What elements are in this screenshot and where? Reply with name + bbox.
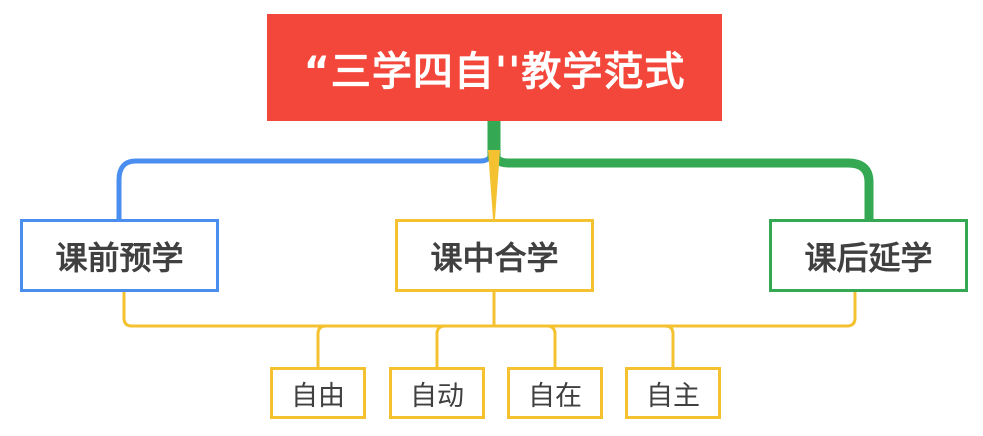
leaf-label: 自由	[291, 380, 345, 412]
leaf-label: 自在	[528, 380, 582, 412]
branch-node-pre-class[interactable]: 课前预学	[20, 219, 219, 292]
branch-label: 课中合学	[430, 238, 559, 277]
root-label: “三学四自''教学范式	[303, 48, 686, 95]
branch-label: 课前预学	[55, 238, 184, 277]
connector-leaf-2	[435, 324, 494, 367]
connector-root-left	[116, 120, 495, 222]
leaf-node-3[interactable]: 自在	[507, 367, 603, 419]
branch-label: 课后延学	[804, 238, 933, 277]
connector-root-middle	[488, 150, 500, 219]
root-node[interactable]: “三学四自''教学范式	[267, 14, 722, 121]
branch-node-post-class[interactable]: 课后延学	[769, 219, 968, 292]
connector-leaf-4	[494, 324, 675, 367]
connector-right-to-bus	[494, 292, 857, 328]
connector-left-to-bus	[122, 292, 494, 328]
leaf-label: 自主	[646, 380, 700, 412]
leaf-node-2[interactable]: 自动	[389, 367, 485, 419]
leaf-node-4[interactable]: 自主	[625, 367, 721, 419]
branch-node-in-class[interactable]: 课中合学	[395, 219, 594, 292]
connector-root-right	[489, 118, 874, 224]
connector-leaf-3	[494, 324, 557, 367]
leaf-node-1[interactable]: 自由	[270, 367, 366, 419]
leaf-label: 自动	[410, 380, 464, 412]
connector-leaf-1	[316, 324, 494, 367]
